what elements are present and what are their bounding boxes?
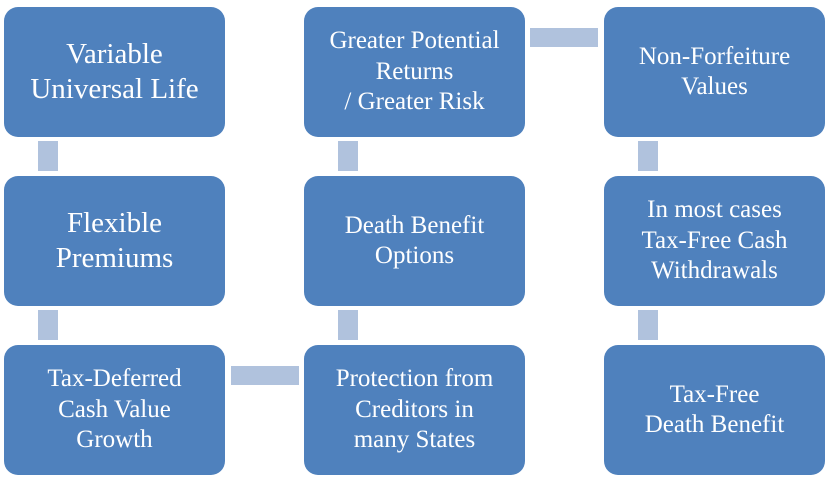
box-variable-universal-life: Variable Universal Life (4, 7, 225, 137)
connector (338, 141, 358, 171)
connector (38, 310, 58, 340)
connector (338, 310, 358, 340)
box-tax-deferred-growth: Tax-Deferred Cash Value Growth (4, 345, 225, 475)
box-greater-returns-risk: Greater Potential Returns / Greater Risk (304, 7, 525, 137)
connector (530, 28, 598, 47)
box-flexible-premiums: Flexible Premiums (4, 176, 225, 306)
box-protection-from-creditors: Protection from Creditors in many States (304, 345, 525, 475)
box-non-forfeiture-values: Non-Forfeiture Values (604, 7, 825, 137)
box-tax-free-withdrawals: In most cases Tax-Free Cash Withdrawals (604, 176, 825, 306)
connector (638, 141, 658, 171)
connector (231, 366, 299, 385)
connector (38, 141, 58, 171)
box-tax-free-death-benefit: Tax-Free Death Benefit (604, 345, 825, 475)
connector (638, 310, 658, 340)
box-death-benefit-options: Death Benefit Options (304, 176, 525, 306)
